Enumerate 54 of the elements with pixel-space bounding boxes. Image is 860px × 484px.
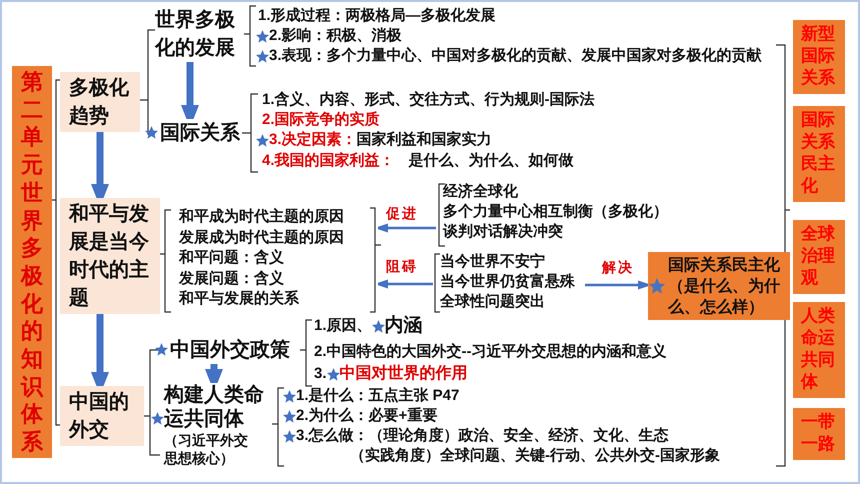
list-item: 当今世界不安宁	[440, 252, 546, 272]
list-item: 2.影响：积极、消极	[269, 26, 402, 46]
list-item: （实践角度）全球问题、关键-行动、公共外交-国家形象	[350, 446, 720, 466]
conclusion-text: 国际关系民主化（是什么、为什么、怎么样）	[668, 255, 781, 318]
list-item: 1.形成过程：两极格局—多极化发展	[258, 6, 496, 26]
list-item: 和平成为时代主题的原因	[179, 207, 345, 227]
keyword-box	[793, 106, 845, 202]
title-box	[12, 66, 52, 458]
list-item: 1.原因、	[314, 316, 372, 336]
topic-text: 多极化趋势	[69, 76, 130, 129]
list-item: 3.决定因素：	[269, 130, 357, 150]
topic-text: 中国的外交	[69, 390, 130, 443]
keyword-text: 新型国际关系	[801, 23, 836, 89]
list-item: 国家利益和国家实力	[356, 130, 492, 150]
topic-box	[60, 198, 160, 314]
title-text: 第二单元世界多极化的知识体系	[21, 68, 43, 456]
keyword-text: 人类命运共同体	[801, 305, 836, 393]
list-item: 发展问题：含义	[179, 268, 285, 288]
list-item: 多个力量中心相互制衡（多极化）	[443, 202, 669, 222]
list-item: 3.	[314, 364, 327, 384]
topic-text: 和平与发展是当今时代的主题	[69, 202, 150, 311]
list-item: 2.中国特色的大国外交--习近平外交思想的内涵和意义	[314, 342, 666, 362]
keyword-text: 全球治理观	[801, 223, 836, 289]
list-item: 内涵	[384, 316, 423, 336]
keyword-box	[793, 220, 845, 294]
topic-label: 构建人类命运共同体	[164, 383, 265, 431]
list-item: 发展成为时代主题的原因	[179, 228, 345, 248]
list-item: 中国对世界的作用	[340, 364, 468, 384]
keyword-text: 一带一路	[801, 411, 836, 455]
list-item: 2.为什么：必要+重要	[296, 406, 438, 426]
list-item: 当今世界仍贫富悬殊	[440, 272, 576, 292]
keyword-box	[793, 408, 845, 460]
list-item: 和平与发展的关系	[179, 289, 300, 309]
list-item: 1.是什么：五点主张 P47	[296, 386, 460, 406]
list-item: 谈判对话解决冲突	[443, 222, 564, 242]
list-item: 是什么、为什么、如何做	[408, 151, 574, 171]
list-item: 3.表现：多个力量中心、中国对多极化的贡献、发展中国家对多极化的贡献	[269, 46, 763, 66]
topic-box	[60, 386, 144, 446]
list-item: 全球性问题突出	[440, 292, 546, 312]
list-item: 2.国际竞争的实质	[262, 110, 380, 130]
list-item: 经济全球化	[443, 182, 519, 202]
list-item: 1.含义、内容、形式、交往方式、行为规则-国际法	[262, 90, 595, 110]
topic-note: （习近平外交思想核心）	[164, 431, 249, 467]
keyword-box	[793, 20, 845, 94]
conclusion-box	[648, 252, 790, 320]
topic-label: 国际关系	[160, 119, 244, 147]
list-item: 3.怎么做：（理论角度）政治、安全、经济、文化、生态	[296, 426, 669, 446]
keyword-text: 国际关系民主化	[801, 109, 836, 197]
topic-box	[60, 72, 140, 132]
topic-label: 世界多极化的发展	[155, 6, 243, 62]
keyword-box	[793, 302, 845, 398]
list-item: 4.我国的国家利益：	[262, 151, 395, 171]
list-item: 和平问题：含义	[179, 248, 285, 268]
topic-label: 中国外交政策	[170, 336, 298, 364]
